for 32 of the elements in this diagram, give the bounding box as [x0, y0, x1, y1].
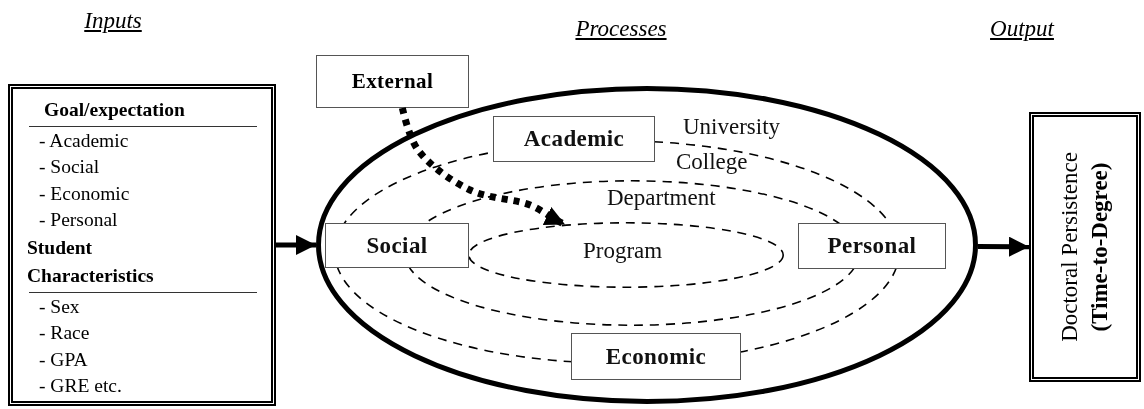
output-box — [1029, 112, 1141, 382]
list-item: - Race — [38, 321, 91, 345]
list-item: - Social — [38, 155, 101, 179]
ellipse-label: Department — [607, 185, 716, 211]
column-heading: Output — [990, 16, 1054, 42]
input-panel — [8, 84, 276, 406]
box-label: Academic — [523, 126, 625, 152]
list-item: - Economic — [38, 181, 131, 206]
list-item: - Academic — [38, 128, 130, 153]
box-label: Social — [366, 232, 428, 259]
list-item: - GPA — [38, 347, 89, 372]
ellipse-label: College — [676, 149, 748, 175]
section-heading: Student Characteristics — [27, 235, 155, 288]
list-item: - GRE etc. — [38, 374, 123, 398]
ellipse-label: University — [683, 114, 781, 140]
box-label: Economic — [605, 343, 707, 370]
process-box — [571, 333, 741, 380]
arrow — [276, 235, 316, 255]
box-label: External — [351, 69, 434, 94]
ellipse-label: Program — [583, 238, 663, 264]
process-box — [493, 116, 655, 162]
process-box — [325, 223, 469, 268]
list-item: - Sex — [38, 294, 81, 319]
output-label: Doctoral Persistence (Time-to-Degree) — [1056, 151, 1113, 344]
process-box — [798, 223, 946, 269]
column-heading: Inputs — [84, 8, 142, 34]
arrow — [978, 236, 1029, 257]
process-box — [316, 55, 469, 108]
box-label: Personal — [827, 233, 917, 259]
column-heading: Processes — [575, 16, 667, 42]
list-item: - Personal — [38, 208, 119, 232]
section-heading: Goal/expectation — [43, 98, 186, 122]
